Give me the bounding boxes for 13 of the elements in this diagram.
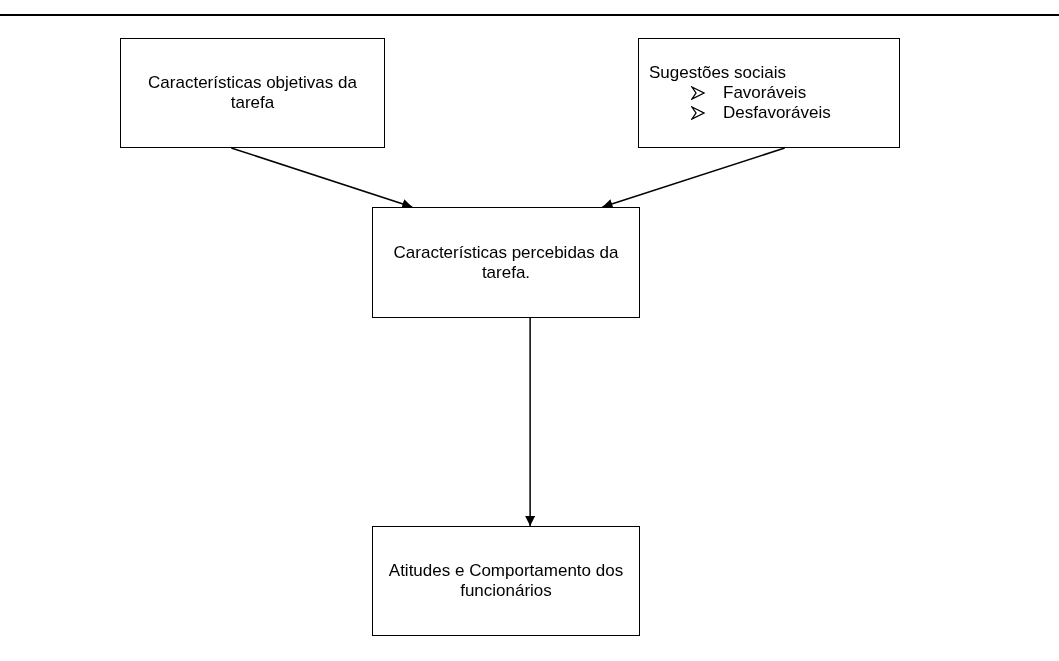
box-heading: Sugestões sociais xyxy=(649,63,787,83)
box-label: Atitudes e Comportamento dos funcionários xyxy=(387,561,625,601)
arrow xyxy=(601,147,786,209)
list-item: Desfavoráveis xyxy=(723,103,831,123)
process-box xyxy=(638,38,900,148)
box-label: Características percebidas da tarefa. xyxy=(392,242,620,283)
arrow xyxy=(525,317,536,527)
process-box xyxy=(372,207,640,318)
box-label: Características objetivas da tarefa xyxy=(147,73,358,113)
process-box xyxy=(120,38,385,148)
arrow xyxy=(230,147,413,209)
process-box xyxy=(372,526,640,636)
list-item: Favoráveis xyxy=(723,83,807,103)
